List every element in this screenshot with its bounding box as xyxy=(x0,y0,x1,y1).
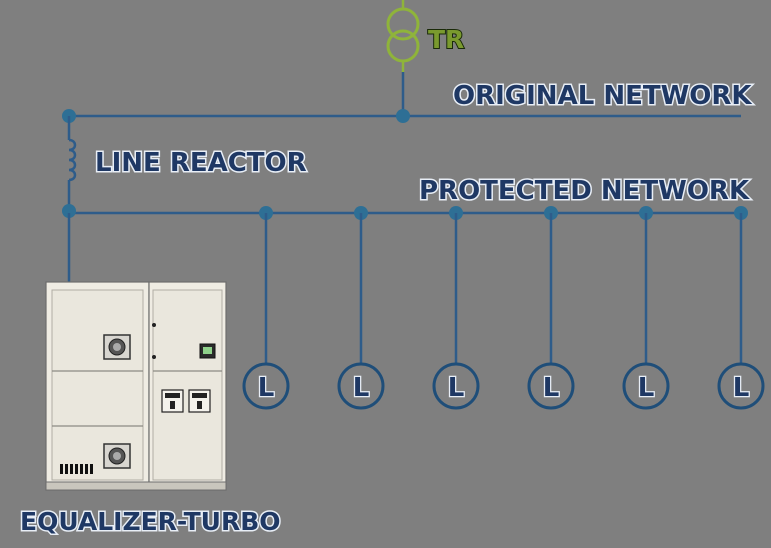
transformer-winding-primary xyxy=(386,7,420,41)
fan-lower-hub-icon xyxy=(113,452,121,460)
load-6: L xyxy=(717,206,765,410)
load-symbol xyxy=(242,362,290,410)
load-label: L xyxy=(448,373,465,403)
transformer-symbol xyxy=(386,0,420,72)
breaker-left-label-icon xyxy=(165,393,180,398)
fan-upper-hub-icon xyxy=(113,343,121,351)
transformer-winding-secondary xyxy=(386,29,420,63)
bus-node-transformer xyxy=(396,109,410,123)
load-group: L L L L L L xyxy=(242,206,765,410)
bus-node-reactor-bottom xyxy=(62,204,76,218)
breaker-right-handle-icon xyxy=(197,401,202,409)
equalizer-cabinet xyxy=(45,281,227,491)
load-5: L xyxy=(622,206,670,410)
transformer-label: TR xyxy=(428,25,464,54)
load-1: L xyxy=(242,206,290,410)
breaker-right-label-icon xyxy=(192,393,207,398)
protected-network-label: PROTECTED NETWORK xyxy=(419,176,750,206)
door-lock-upper-icon xyxy=(152,323,156,327)
load-label: L xyxy=(543,373,560,403)
door-lock-lower-icon xyxy=(152,355,156,359)
load-symbol xyxy=(717,362,765,410)
load-symbol xyxy=(622,362,670,410)
cabinet-plinth xyxy=(45,481,227,491)
line-reactor-label: LINE REACTOR xyxy=(95,148,307,178)
line-reactor-coil-icon xyxy=(68,138,77,182)
load-label: L xyxy=(733,373,750,403)
original-network-label: ORIGINAL NETWORK xyxy=(453,81,752,111)
breaker-left-handle-icon xyxy=(170,401,175,409)
load-label: L xyxy=(258,373,275,403)
load-symbol xyxy=(432,362,480,410)
load-symbol xyxy=(337,362,385,410)
load-label: L xyxy=(638,373,655,403)
load-4: L xyxy=(527,206,575,410)
vent-grille-icon xyxy=(59,464,97,474)
equalizer-label: EQUALIZER-TURBO xyxy=(20,507,281,536)
load-2: L xyxy=(337,206,385,410)
load-symbol xyxy=(527,362,575,410)
cabinet-right-door xyxy=(152,289,223,481)
load-label: L xyxy=(353,373,370,403)
load-3: L xyxy=(432,206,480,410)
display-screen-icon xyxy=(203,347,212,354)
